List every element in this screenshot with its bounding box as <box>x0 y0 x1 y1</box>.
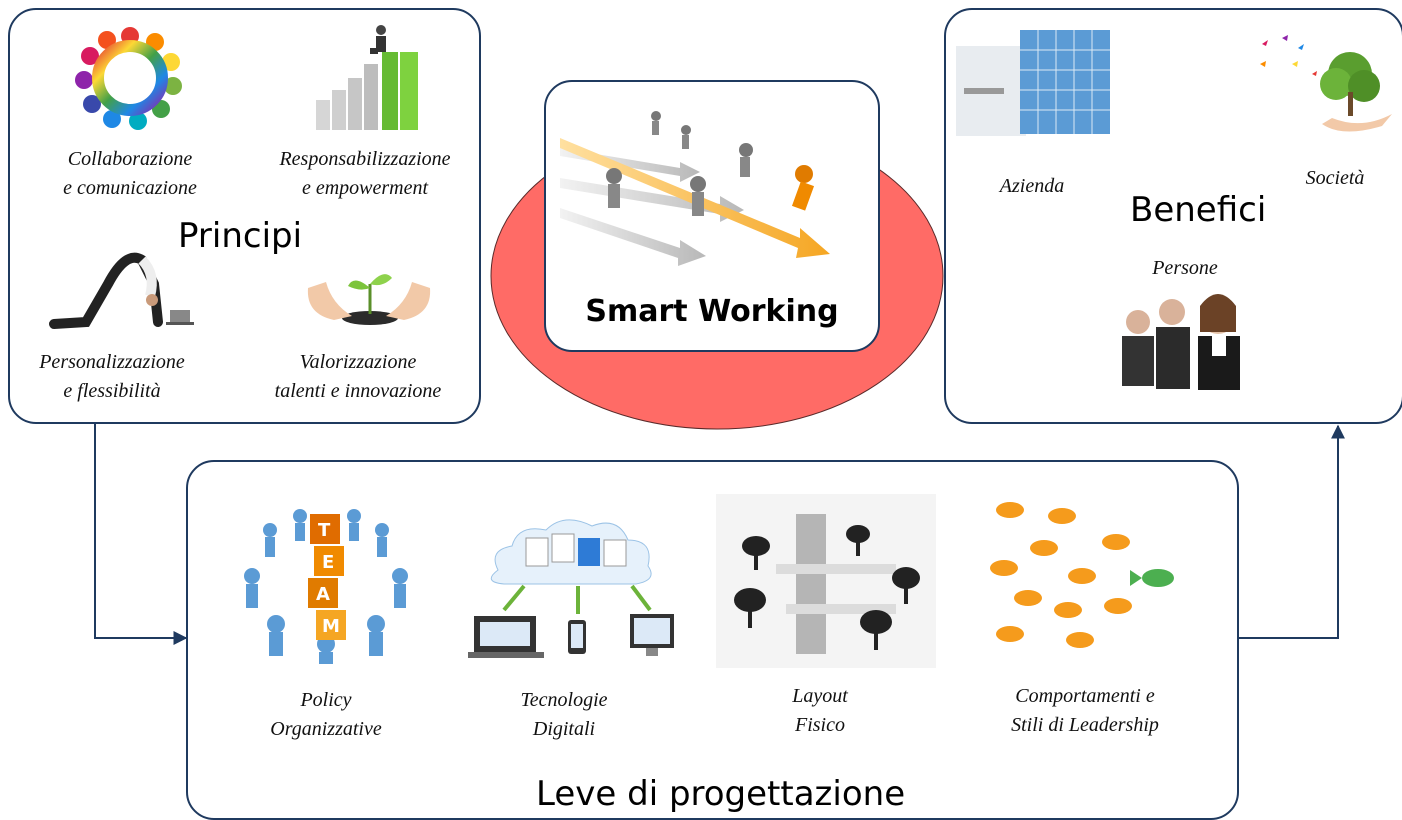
beneficio-label: Azienda <box>999 175 1065 197</box>
principi-to-leve-arrow <box>94 424 188 645</box>
principi-title: Principi <box>178 216 303 256</box>
smart-working-box <box>544 80 880 352</box>
svg-text:M: M <box>322 616 340 637</box>
flexible-person-icon <box>49 252 194 329</box>
svg-text:T: T <box>318 520 331 541</box>
business-people-icon <box>1122 294 1240 390</box>
cloud-devices-icon <box>468 519 674 658</box>
beneficio-label: Società <box>1305 167 1365 189</box>
beneficio-label: Persone <box>1152 257 1218 279</box>
tree-butterflies-icon <box>1260 35 1392 132</box>
svg-text:A: A <box>316 584 330 605</box>
office-chairs-icon <box>716 494 936 668</box>
office-building-icon <box>956 30 1110 136</box>
svg-text:E: E <box>322 552 334 573</box>
leve-to-benefici-arrow <box>1239 424 1345 639</box>
running-arrows-icon <box>560 111 830 266</box>
smart-working-title: Smart Working <box>585 294 839 329</box>
growth-bars-icon <box>316 25 418 130</box>
benefici-title: Benefici <box>1130 190 1267 230</box>
leader-fish-icon <box>990 502 1174 648</box>
people-circle-icon <box>75 27 182 130</box>
leve-title: Leve di progettazione <box>536 774 906 814</box>
sprout-hands-icon <box>307 274 431 325</box>
